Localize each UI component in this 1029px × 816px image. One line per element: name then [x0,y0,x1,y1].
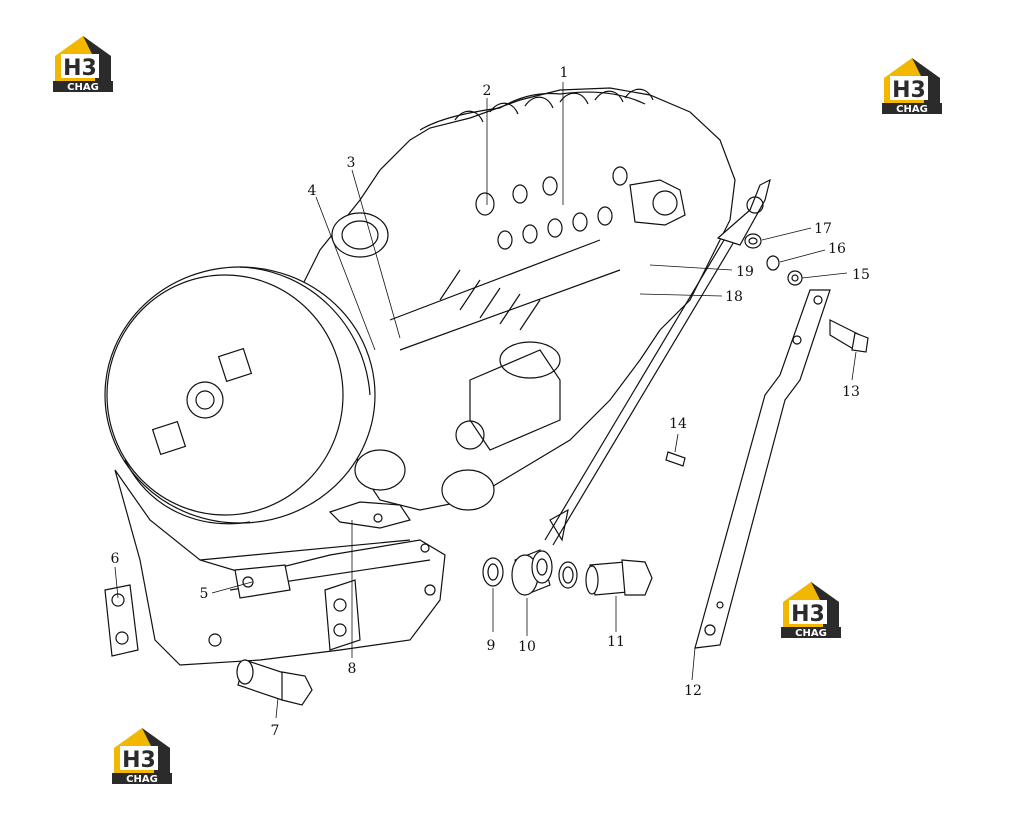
svg-text:CHAG: CHAG [126,774,158,784]
plate [328,501,411,529]
washer-2 [558,561,578,589]
callout-17: 17 [814,221,832,237]
svg-text:CHAG: CHAG [896,104,928,114]
h3-chag-logo-icon: H3 CHAG [53,36,113,92]
callout-3: 3 [347,155,356,171]
callout-6: 6 [111,551,120,567]
watermark-logo-mid-right: H3 CHAG [779,580,843,638]
svg-text:H3: H3 [122,748,156,773]
svg-text:H3: H3 [63,56,97,81]
callout-5: 5 [200,586,209,602]
callout-14: 14 [669,416,687,432]
h3-chag-logo-icon: H3 CHAG [882,58,942,114]
pump-assembly [299,87,736,511]
svg-text:H3: H3 [791,602,825,627]
mounting-bracket [114,469,446,666]
callout-9: 9 [487,638,496,654]
washer [482,557,504,587]
callout-11: 11 [607,634,625,650]
callout-19: 19 [736,264,754,280]
drive-disc [104,266,376,525]
small-plate [104,584,139,657]
svg-text:CHAG: CHAG [67,82,99,92]
callout-16: 16 [828,241,846,257]
banjo-bolt [585,559,653,596]
stay-bar [694,289,831,649]
watermark-logo-top-right: H3 CHAG [880,56,944,114]
callout-10: 10 [518,639,536,655]
callout-1: 1 [560,65,569,81]
banjo-fitting [511,549,553,596]
nut-17 [744,233,762,249]
watermark-logo-top-left: H3 CHAG [51,34,115,92]
leader-lines [114,82,857,719]
svg-text:CHAG: CHAG [795,628,827,638]
callout-18: 18 [725,289,743,305]
callout-4: 4 [308,183,317,199]
callout-2: 2 [483,83,492,99]
callout-7: 7 [271,723,280,739]
callout-13: 13 [842,384,860,400]
callout-labels: 1 2 3 4 5 6 7 8 9 10 11 12 13 14 15 16 1… [111,65,870,739]
fuel-pipe [544,178,771,546]
bolt [236,659,313,706]
washer-16 [766,255,780,271]
svg-text:H3: H3 [892,78,926,103]
callout-12: 12 [684,683,702,699]
watermark-logo-bottom-left: H3 CHAG [110,726,174,784]
callout-8: 8 [348,661,357,677]
h3-chag-logo-icon: H3 CHAG [112,728,172,784]
callout-15: 15 [852,267,870,283]
bolt-13 [829,319,869,353]
h3-chag-logo-icon: H3 CHAG [781,582,841,638]
screw-14 [665,451,686,467]
nut-15 [787,270,803,286]
